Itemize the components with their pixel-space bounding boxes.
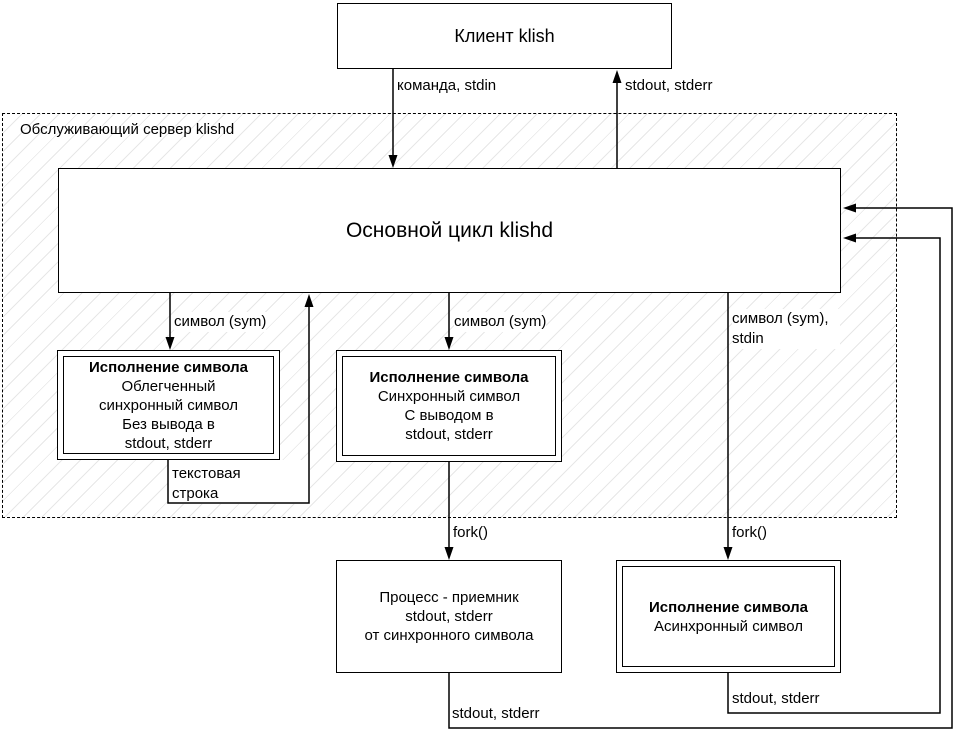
client-klish-title: Клиент klish [454, 25, 555, 46]
client-klish-box: Клиент klish [337, 3, 672, 69]
sync-symbol-line: С выводом в [404, 407, 494, 424]
light-sync-symbol-title: Исполнение символа [88, 358, 249, 376]
sync-symbol-inner: Исполнение символа Синхронный символ С в… [342, 356, 556, 456]
process-receiver-line: Процесс - приемник [379, 589, 519, 606]
edge-label-fork-mid: fork() [453, 524, 488, 541]
edge-label-sym-mid: символ (sym) [454, 312, 547, 332]
main-loop-title: Основной цикл klishd [345, 218, 554, 242]
edge-label-command-stdin: команда, stdin [397, 77, 497, 94]
process-receiver-line: от синхронного символа [364, 627, 534, 644]
async-symbol-title: Исполнение символа [648, 598, 809, 616]
edge-label-sym-left: символ (sym) [174, 312, 267, 332]
light-sync-symbol-line: синхронный символ [99, 396, 238, 414]
main-loop-box: Основной цикл klishd [58, 168, 841, 293]
light-sync-symbol-line: Без вывода в [122, 415, 215, 433]
async-symbol-line: Асинхронный символ [653, 617, 803, 635]
server-container-label: Обслуживающий сервер klishd [20, 121, 235, 138]
edge-label-stdout-stderr-async: stdout, stderr [732, 690, 820, 707]
light-sync-symbol-box: Исполнение символа Облегченный синхронны… [57, 350, 280, 460]
sync-symbol-box: Исполнение символа Синхронный символ С в… [336, 350, 562, 462]
sync-symbol-title: Исполнение символа [369, 369, 529, 386]
sync-symbol-line: stdout, stderr [405, 426, 493, 443]
edge-label-text-string: текстовая строка [172, 465, 241, 502]
edge-label-sym-right-stdin: символ (sym), stdin [732, 309, 840, 349]
async-symbol-inner: Исполнение символа Асинхронный символ [622, 566, 835, 667]
process-receiver-box: Процесс - приемник stdout, stderr от син… [336, 560, 562, 673]
process-receiver-line: stdout, stderr [405, 608, 493, 625]
light-sync-symbol-inner: Исполнение символа Облегченный синхронны… [63, 356, 274, 454]
light-sync-symbol-line: Облегченный [121, 377, 216, 395]
arrowhead-stdout-top [612, 70, 622, 83]
arrowhead-sym-right-fork [723, 547, 733, 560]
edge-label-stdout-stderr-process: stdout, stderr [452, 705, 540, 722]
arrowhead-fork-mid [444, 547, 454, 560]
light-sync-symbol-line: stdout, stderr [124, 434, 213, 452]
sync-symbol-line: Синхронный символ [377, 388, 521, 405]
edge-label-fork-right: fork() [732, 524, 767, 541]
async-symbol-box: Исполнение символа Асинхронный символ [616, 560, 841, 673]
edge-label-stdout-stderr-top: stdout, stderr [625, 77, 713, 94]
